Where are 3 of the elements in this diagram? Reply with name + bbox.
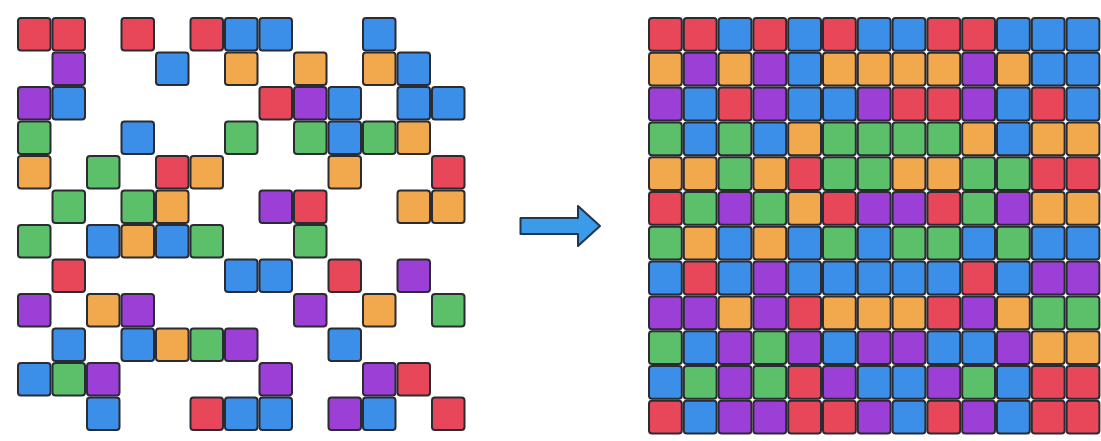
tile-grid <box>648 17 1101 435</box>
tile-grid <box>17 17 466 431</box>
block-arrow <box>519 205 601 247</box>
